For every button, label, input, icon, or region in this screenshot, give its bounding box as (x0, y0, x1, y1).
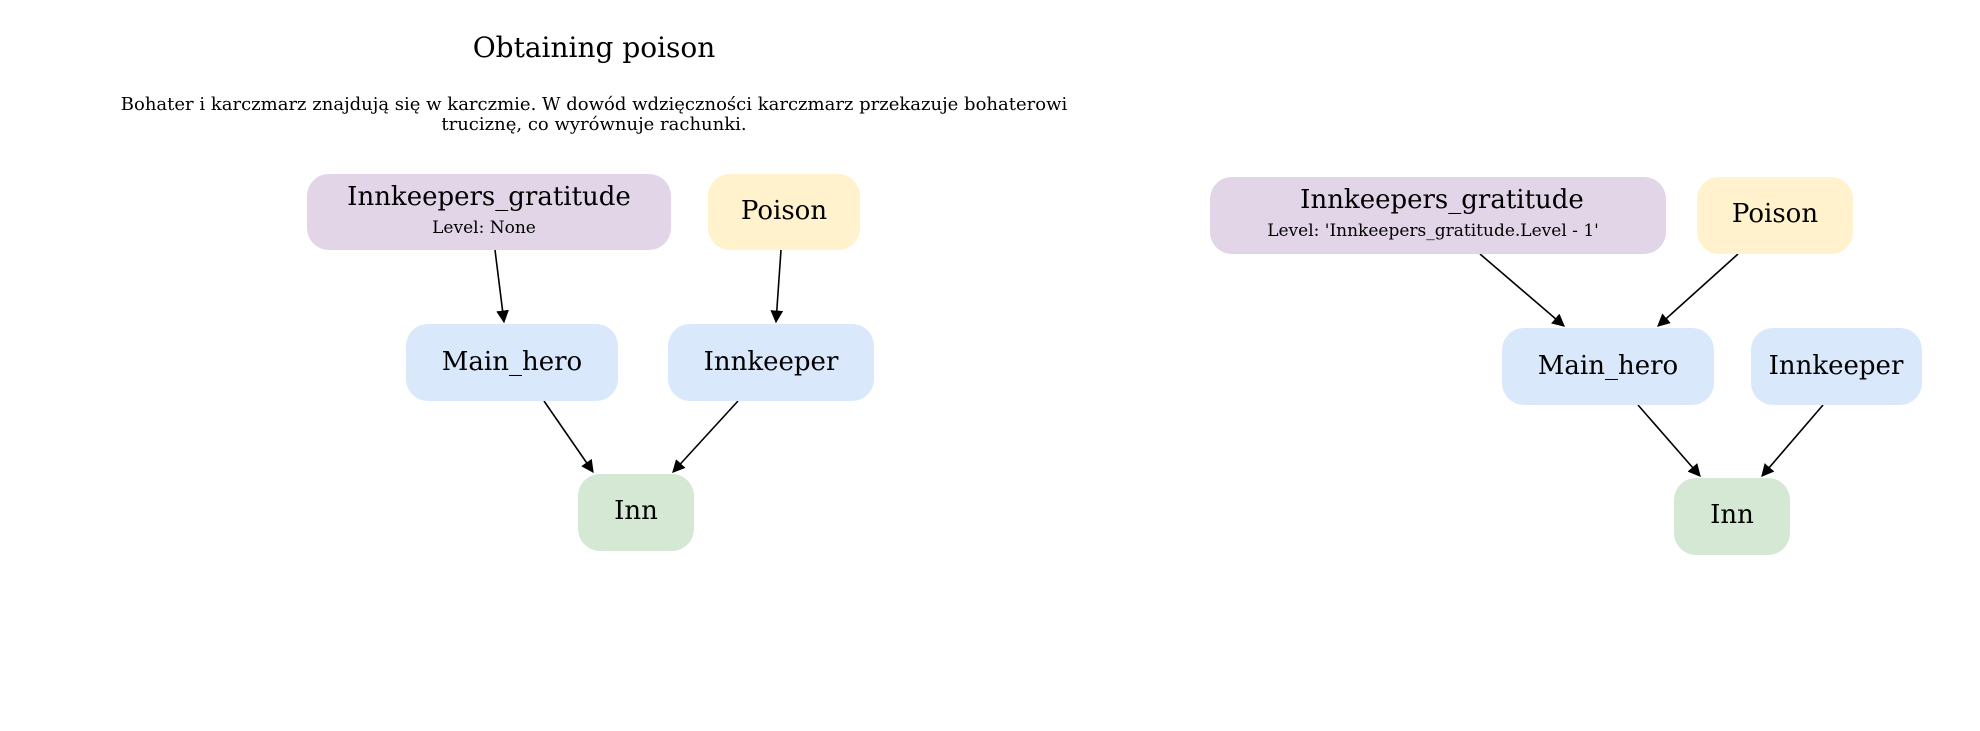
edge-gratitude-to-main-hero (494, 249, 509, 324)
edge-main-hero-to-inn (543, 400, 594, 474)
node-poison: Poison (1697, 177, 1853, 254)
edge-main-hero-to-inn (1637, 404, 1701, 477)
edge-poison-to-innkeeper (770, 249, 784, 324)
edge-poison-to-main-hero (1657, 253, 1739, 327)
node-label: Inn (1710, 500, 1754, 530)
diagram-title: Obtaining poison (473, 31, 716, 64)
node-label: Main_hero (442, 347, 582, 377)
node-label: Main_hero (1538, 351, 1678, 381)
node-label: Poison (741, 196, 827, 226)
node-level: Level: 'Innkeepers_gratitude.Level - 1' (1267, 221, 1599, 241)
node-inn: Inn (578, 474, 694, 551)
node-label: Inn (614, 496, 658, 526)
node-label: Innkeeper (704, 347, 839, 377)
node-label: Innkeepers_gratitude (1300, 185, 1584, 215)
edge-gratitude-to-main-hero (1479, 253, 1565, 327)
node-main-hero: Main_hero (406, 324, 618, 401)
node-innkeeper: Innkeeper (668, 324, 874, 401)
node-innkeepers-gratitude: Innkeepers_gratitude Level: 'Innkeepers_… (1210, 177, 1666, 254)
node-label: Innkeeper (1769, 351, 1904, 381)
edge-innkeeper-to-inn (1761, 404, 1824, 477)
node-innkeeper: Innkeeper (1751, 328, 1922, 405)
node-poison: Poison (708, 174, 860, 250)
right-graph: Innkeepers_gratitude Level: 'Innkeepers_… (1210, 177, 1922, 555)
node-label: Poison (1732, 199, 1818, 229)
node-label: Innkeepers_gratitude (347, 182, 631, 212)
edge-innkeeper-to-inn (672, 400, 739, 473)
diagram-description-line-2: truciznę, co wyrównuje rachunki. (441, 114, 746, 135)
diagram-description-line-1: Bohater i karczmarz znajdują się w karcz… (121, 94, 1068, 115)
node-level: Level: None (432, 218, 536, 238)
node-inn: Inn (1674, 478, 1790, 555)
left-graph: Innkeepers_gratitude Level: None Poison … (307, 174, 874, 551)
node-innkeepers-gratitude: Innkeepers_gratitude Level: None (307, 174, 671, 250)
node-main-hero: Main_hero (1502, 328, 1714, 405)
